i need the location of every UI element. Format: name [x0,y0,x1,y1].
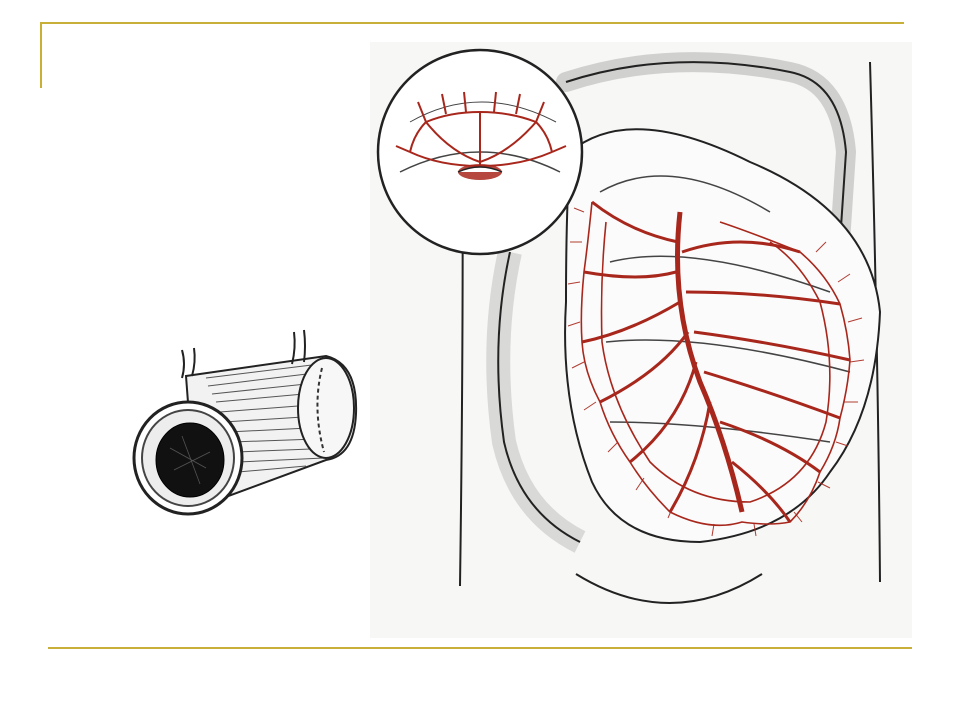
left-rule [40,22,42,88]
top-rule [40,22,904,24]
intestine-cross-section-figure [126,328,366,528]
intestine-tube-icon [132,329,358,516]
mesentery-illustration-icon [376,48,882,604]
mesenteric-vessels-figure [370,42,912,638]
bottom-rule [48,647,912,649]
